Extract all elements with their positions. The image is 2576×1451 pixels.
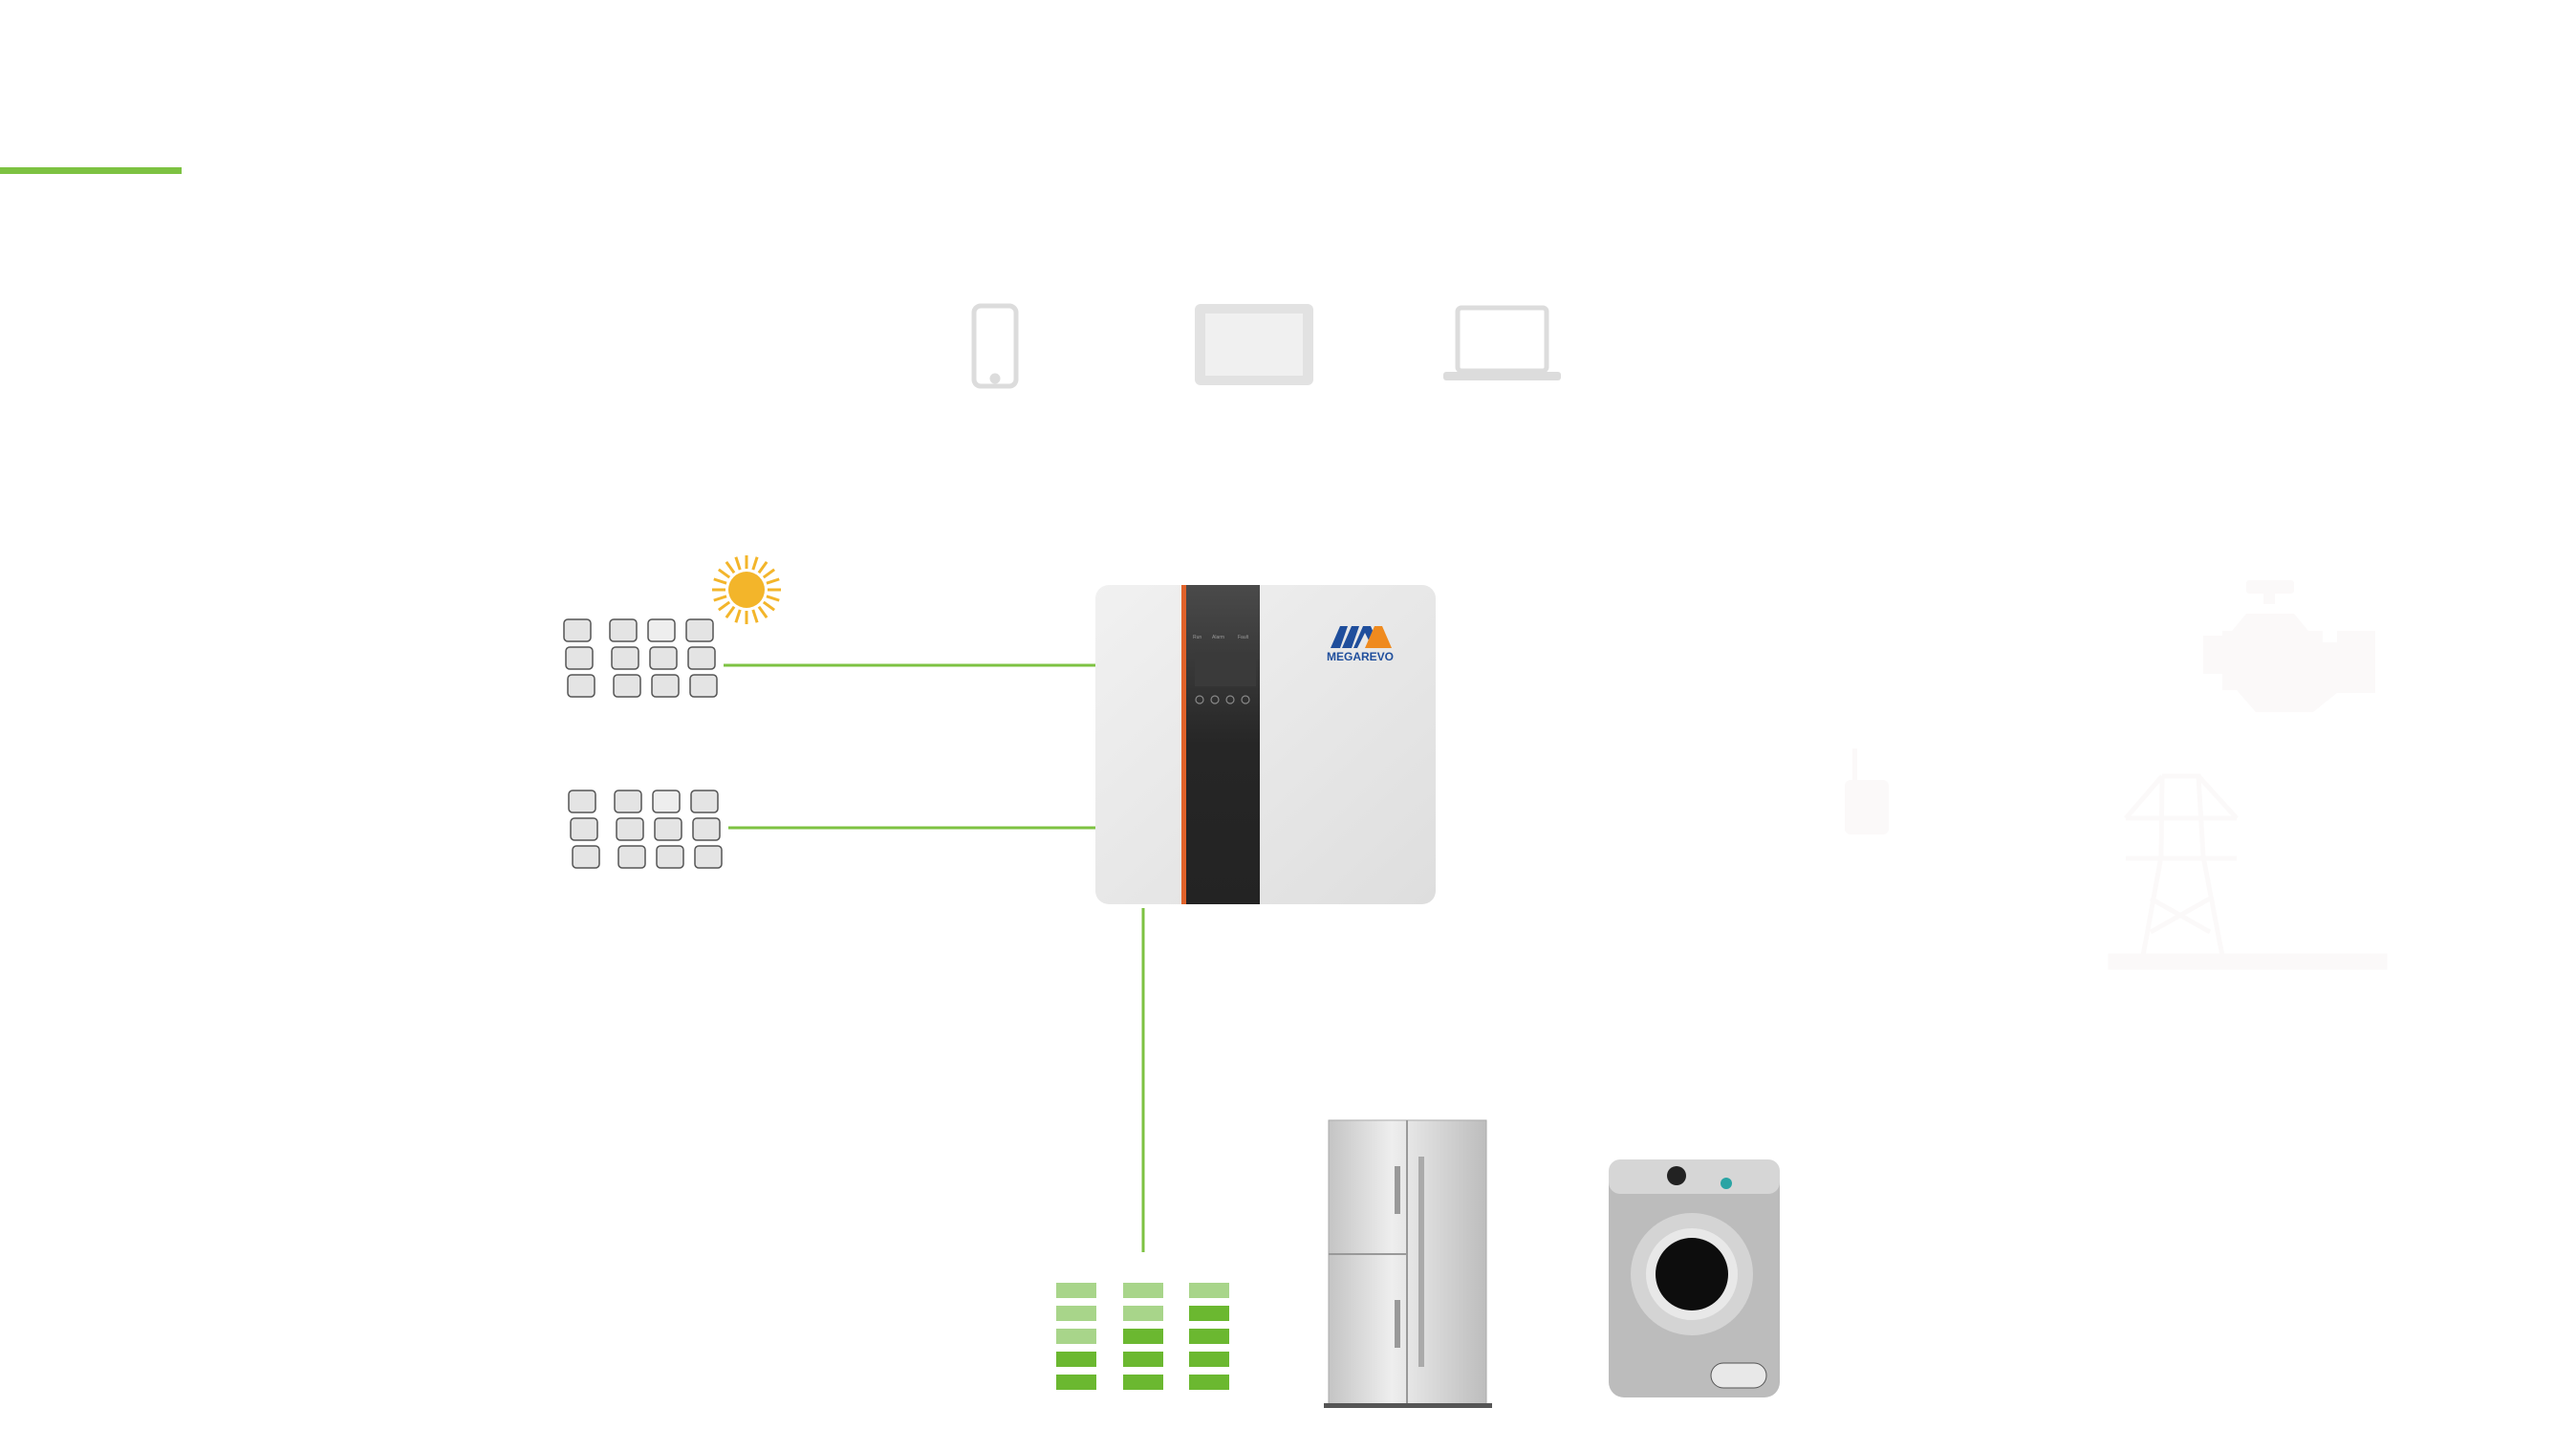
phone-icon <box>971 303 1019 389</box>
battery-bar <box>1123 1352 1163 1367</box>
sun-ray <box>713 595 727 602</box>
battery-bar <box>1123 1375 1163 1390</box>
solar-cell <box>654 817 682 841</box>
battery-bar <box>1189 1306 1229 1321</box>
solar-cell <box>617 845 646 869</box>
solar-cell <box>567 674 595 698</box>
solar-cell <box>611 646 639 670</box>
sun-ray <box>751 556 759 571</box>
indicator-alarm: Alarm <box>1212 635 1225 640</box>
refrigerator-icon <box>1324 1119 1492 1408</box>
battery-bar <box>1189 1352 1229 1367</box>
solar-cell <box>687 646 716 670</box>
sun-ray <box>713 577 727 585</box>
battery-bar <box>1123 1306 1163 1321</box>
sun-ray <box>725 560 736 574</box>
sun-ray <box>766 595 780 602</box>
solar-cell <box>656 845 684 869</box>
solar-cell <box>609 618 638 642</box>
solar-cell <box>689 674 718 698</box>
battery-bar <box>1056 1329 1096 1344</box>
sun-ray <box>766 577 780 585</box>
solar-cell <box>613 674 641 698</box>
solar-cell <box>616 817 644 841</box>
indicator-run: Run <box>1193 635 1202 640</box>
sun-icon <box>712 555 781 624</box>
sun-disc <box>728 572 765 608</box>
solar-cell <box>694 845 723 869</box>
connection-lines <box>724 663 1145 1252</box>
accent-bar <box>0 167 182 174</box>
washing-machine-icon <box>1609 1159 1780 1397</box>
battery-bar <box>1189 1375 1229 1390</box>
brand-name: MEGAREVO <box>1327 650 1395 663</box>
indicator-fault: Fault <box>1238 635 1249 640</box>
sun-ray <box>717 600 731 612</box>
battery-icon <box>1056 1283 1229 1390</box>
power-tower-icon <box>2108 773 2388 970</box>
solar-cell <box>563 618 592 642</box>
solar-cell <box>652 790 681 813</box>
battery-bar <box>1123 1329 1163 1344</box>
inverter <box>1095 585 1436 904</box>
solar-cell <box>651 674 680 698</box>
solar-cell <box>614 790 642 813</box>
solar-cell <box>685 618 714 642</box>
solar-cell <box>692 817 721 841</box>
sun-ray <box>725 605 736 619</box>
battery-bar <box>1056 1306 1096 1321</box>
sun-ray <box>762 600 776 612</box>
battery-bar <box>1056 1352 1096 1367</box>
solar-cell <box>572 845 600 869</box>
solar-cell <box>568 790 596 813</box>
laptop-icon <box>1443 305 1561 380</box>
battery-bar <box>1056 1375 1096 1390</box>
solar-cell <box>647 618 676 642</box>
solar-cell <box>570 817 598 841</box>
sun-ray <box>757 560 768 574</box>
solar-cell <box>649 646 678 670</box>
solar-panel-icon <box>563 618 718 698</box>
sun-ray <box>717 568 731 579</box>
solar-cell <box>690 790 719 813</box>
battery-bar <box>1189 1283 1229 1298</box>
tablet-icon <box>1195 304 1313 385</box>
generator-engine-icon <box>2203 580 2375 712</box>
solar-cell <box>565 646 594 670</box>
sun-ray <box>734 556 742 571</box>
battery-bar <box>1123 1283 1163 1298</box>
solar-panel-icon <box>568 790 723 869</box>
sun-ray <box>757 605 768 619</box>
sun-ray <box>762 568 776 579</box>
battery-bar <box>1056 1283 1096 1298</box>
sun-ray <box>751 609 759 623</box>
inverter-logo <box>1331 626 1392 648</box>
meter-icon <box>1845 748 1889 834</box>
battery-bar <box>1189 1329 1229 1344</box>
sun-ray <box>734 609 742 623</box>
